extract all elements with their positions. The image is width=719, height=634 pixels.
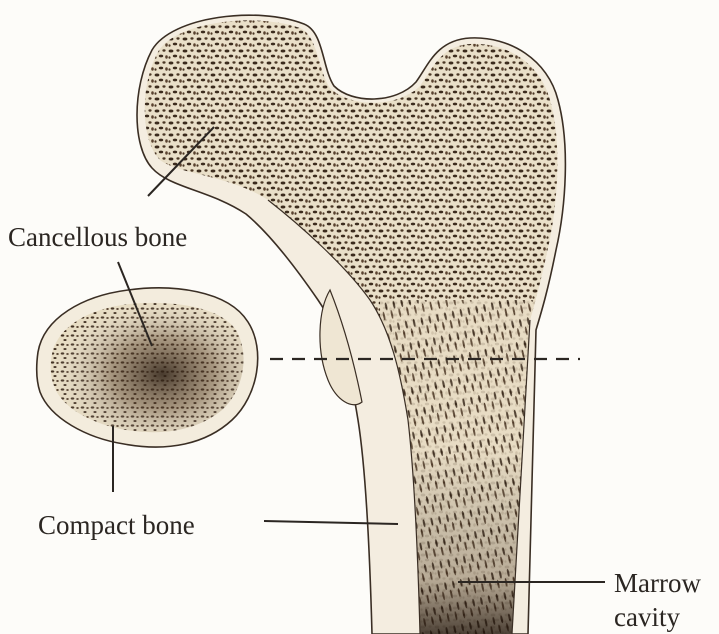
- label-marrow-line1: Marrow: [614, 570, 701, 597]
- label-compact-bone: Compact bone: [38, 512, 195, 539]
- cross-section: [37, 288, 258, 447]
- label-marrow-line2: cavity: [614, 604, 680, 631]
- label-cancellous-bone: Cancellous bone: [8, 224, 187, 251]
